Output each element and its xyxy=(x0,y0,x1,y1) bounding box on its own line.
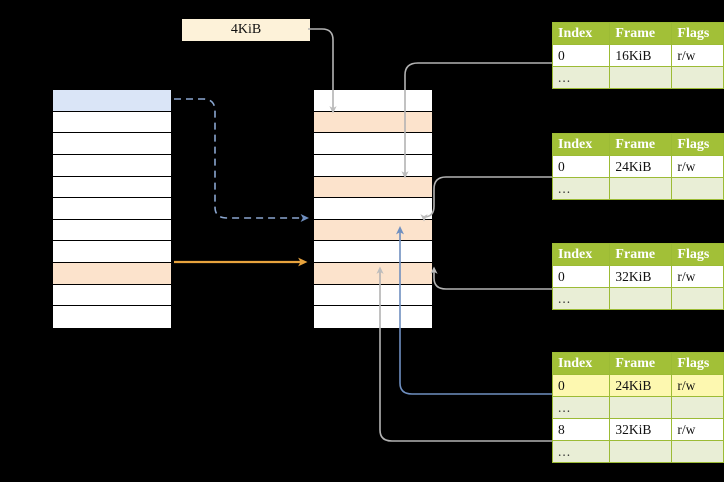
page-table-ellipsis-row: ... xyxy=(551,396,724,419)
cell-frame xyxy=(609,396,673,419)
cell-frame xyxy=(609,177,673,200)
column-header-index: Index xyxy=(551,22,611,45)
wire-pt3-to-middle xyxy=(430,266,552,290)
left-row-5 xyxy=(53,198,171,220)
virtual-address-stack xyxy=(52,89,172,328)
middle-row-5 xyxy=(314,198,432,220)
column-header-index: Index xyxy=(551,352,611,375)
middle-row-4 xyxy=(314,176,432,199)
column-header-frame: Frame xyxy=(609,22,673,45)
physical-memory-stack xyxy=(313,89,433,328)
wire-pt2-to-middle xyxy=(420,176,552,222)
cell-flags: r/w xyxy=(671,44,724,67)
cell-index: ... xyxy=(551,440,611,463)
middle-row-2 xyxy=(314,133,432,155)
cell-frame: 32KiB xyxy=(609,418,673,441)
left-row-9 xyxy=(53,284,171,307)
cell-index: ... xyxy=(551,396,611,419)
cell-frame: 24KiB xyxy=(609,155,673,178)
middle-row-1 xyxy=(314,111,432,134)
column-header-index: Index xyxy=(551,243,611,266)
column-header-frame: Frame xyxy=(609,243,673,266)
column-header-flags: Flags xyxy=(671,243,724,266)
middle-row-7 xyxy=(314,241,432,263)
cell-flags xyxy=(671,440,724,463)
left-row-2 xyxy=(53,133,171,155)
cell-frame xyxy=(609,440,673,463)
middle-row-9 xyxy=(314,284,432,307)
middle-row-6 xyxy=(314,219,432,242)
cell-flags: r/w xyxy=(671,418,724,441)
page-table-ellipsis-row: ... xyxy=(551,177,724,200)
cell-frame: 16KiB xyxy=(609,44,673,67)
left-row-6 xyxy=(53,219,171,242)
page-table-ellipsis-row: ... xyxy=(551,440,724,463)
cell-index: 0 xyxy=(551,155,611,178)
cell-index: ... xyxy=(551,66,611,89)
middle-row-3 xyxy=(314,154,432,177)
cell-flags xyxy=(671,177,724,200)
size-label-4kib: 4KiB xyxy=(182,19,310,41)
left-row-8 xyxy=(53,263,171,285)
cell-index: 8 xyxy=(551,418,611,441)
cell-frame xyxy=(609,66,673,89)
left-row-7 xyxy=(53,241,171,263)
cell-frame xyxy=(609,287,673,310)
cell-index: ... xyxy=(551,287,611,310)
page-table-ellipsis-row: ... xyxy=(551,287,724,310)
column-header-flags: Flags xyxy=(671,352,724,375)
column-header-flags: Flags xyxy=(671,22,724,45)
cell-flags xyxy=(671,287,724,310)
cell-frame: 32KiB xyxy=(609,265,673,288)
middle-row-0 xyxy=(314,90,432,112)
cell-flags xyxy=(671,396,724,419)
column-header-index: Index xyxy=(551,133,611,156)
column-header-frame: Frame xyxy=(609,352,673,375)
column-header-flags: Flags xyxy=(671,133,724,156)
cell-flags: r/w xyxy=(671,155,724,178)
wire-left-row0-to-middle xyxy=(174,98,309,223)
cell-index: 0 xyxy=(551,374,611,397)
left-row-3 xyxy=(53,154,171,177)
middle-row-10 xyxy=(314,306,432,328)
column-header-frame: Frame xyxy=(609,133,673,156)
cell-index: 0 xyxy=(551,44,611,67)
page-table-ellipsis-row: ... xyxy=(551,66,724,89)
left-row-10 xyxy=(53,306,171,328)
middle-row-8 xyxy=(314,263,432,285)
cell-index: 0 xyxy=(551,265,611,288)
cell-index: ... xyxy=(551,177,611,200)
left-row-0 xyxy=(53,90,171,112)
left-row-4 xyxy=(53,176,171,199)
cell-flags: r/w xyxy=(671,374,724,397)
cell-frame: 24KiB xyxy=(609,374,673,397)
cell-flags: r/w xyxy=(671,265,724,288)
cell-flags xyxy=(671,66,724,89)
left-row-1 xyxy=(53,111,171,134)
